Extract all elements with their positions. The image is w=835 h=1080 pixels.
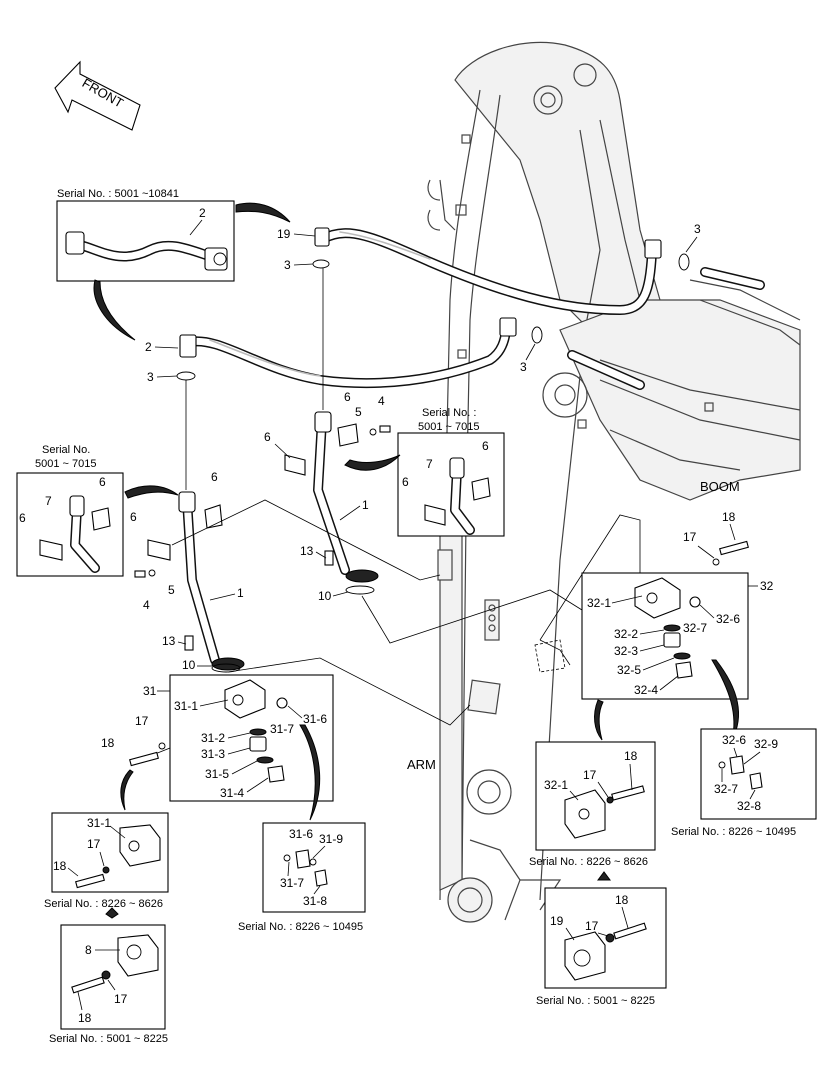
callout-4-a: 4 xyxy=(378,394,385,408)
callout-18-c: 18 xyxy=(53,859,67,873)
callout-10-right: 10 xyxy=(318,589,332,603)
callout-31-8-inset: 31-8 xyxy=(303,894,327,908)
callout-18-a: 18 xyxy=(101,736,115,750)
callout-2: 2 xyxy=(145,340,152,354)
callout-32-7: 32-7 xyxy=(683,621,707,635)
callout-6-d: 6 xyxy=(130,510,137,524)
caption-serial-8226-10495-left: Serial No. : 8226 ~ 10495 xyxy=(238,921,363,933)
caption-serial-5001-7015-right-2: 5001 ~ 7015 xyxy=(418,421,479,433)
callout-6-c: 6 xyxy=(211,470,218,484)
caption-serial-5001-7015-right-1: Serial No. : xyxy=(422,407,476,419)
callout-6-left-inset-a: 6 xyxy=(99,475,106,489)
callout-31: 31 xyxy=(143,684,157,698)
callout-17-e: 17 xyxy=(583,768,597,782)
inset-serial-8226-8626-left: Serial No. : 8226 ~ 8626 xyxy=(44,812,169,910)
callout-6-a: 6 xyxy=(344,390,351,404)
callout-17-b: 17 xyxy=(683,530,697,544)
callout-2-inset: 2 xyxy=(199,206,206,220)
inset-serial-8226-10495-left: Serial No. : 8226 ~ 10495 xyxy=(238,822,366,933)
caption-serial-5001-7015-left-1: Serial No. xyxy=(42,444,90,456)
callout-17-c: 17 xyxy=(87,837,101,851)
callout-31-5: 31-5 xyxy=(205,767,229,781)
front-arrow: FRONT xyxy=(54,60,141,131)
callout-3-left: 3 xyxy=(147,370,154,384)
boom-label: BOOM xyxy=(700,479,740,494)
callout-8: 8 xyxy=(85,943,92,957)
inset-serial-8226-8626-right: Serial No. : 8226 ~ 8626 xyxy=(529,741,656,868)
callout-31-2: 31-2 xyxy=(201,731,225,745)
callout-17-d: 17 xyxy=(114,992,128,1006)
callout-3-top: 3 xyxy=(284,258,291,272)
callout-10-left: 10 xyxy=(182,658,196,672)
pipe-right xyxy=(284,411,391,595)
arm-label: ARM xyxy=(407,757,436,772)
hose-assemblies xyxy=(176,227,765,490)
callout-18-b: 18 xyxy=(722,510,736,524)
inset-serial-5001-8225-left: Serial No. : 5001 ~ 8225 xyxy=(49,907,168,1045)
caption-serial-8226-8626-left: Serial No. : 8226 ~ 8626 xyxy=(44,898,163,910)
callout-31-9-inset: 31-9 xyxy=(319,832,343,846)
callout-18-e: 18 xyxy=(624,749,638,763)
callout-13-right: 13 xyxy=(300,544,314,558)
callout-32: 32 xyxy=(760,579,774,593)
callout-31-1: 31-1 xyxy=(174,699,198,713)
caption-serial-8226-8626-right: Serial No. : 8226 ~ 8626 xyxy=(529,856,648,868)
callout-18-d: 18 xyxy=(78,1011,92,1025)
inset-serial-5001-7015-right: Serial No. : 5001 ~ 7015 xyxy=(344,407,505,537)
caption-serial-5001-8225-right: Serial No. : 5001 ~ 8225 xyxy=(536,995,655,1007)
callout-31-4: 31-4 xyxy=(220,786,244,800)
callout-6-right-inset-b: 6 xyxy=(402,475,409,489)
callout-3-right-mid: 3 xyxy=(520,360,527,374)
boom-structure xyxy=(427,41,801,923)
caption-serial-5001-7015-left-2: 5001 ~ 7015 xyxy=(35,458,96,470)
callout-7-left-inset: 7 xyxy=(45,494,52,508)
assembly-32-box xyxy=(581,540,749,881)
callout-32-9-inset: 32-9 xyxy=(754,737,778,751)
caption-serial-5001-10841: Serial No. : 5001 ~10841 xyxy=(57,188,179,200)
callout-32-1-inset: 32-1 xyxy=(544,778,568,792)
callout-13-left: 13 xyxy=(162,634,176,648)
callout-32-3: 32-3 xyxy=(614,644,638,658)
callout-1-left: 1 xyxy=(237,586,244,600)
callout-32-5: 32-5 xyxy=(617,663,641,677)
inset-serial-8226-10495-right: Serial No. : 8226 ~ 10495 xyxy=(671,728,817,838)
callout-5-a: 5 xyxy=(355,405,362,419)
callouts: 2 19 3 3 2 3 3 6 5 4 6 1 13 10 7 6 6 7 6… xyxy=(19,206,778,1025)
callout-32-7-inset: 32-7 xyxy=(714,782,738,796)
callout-3-right-top: 3 xyxy=(694,222,701,236)
callout-32-1: 32-1 xyxy=(587,596,611,610)
callout-32-6-inset: 32-6 xyxy=(722,733,746,747)
caption-serial-8226-10495-right: Serial No. : 8226 ~ 10495 xyxy=(671,826,796,838)
inset-serial-5001-8225-right: Serial No. : 5001 ~ 8225 xyxy=(536,887,667,1007)
callout-6-right-inset-a: 6 xyxy=(482,439,489,453)
inset-serial-5001-10841: Serial No. : 5001 ~10841 xyxy=(56,188,291,341)
callout-18-f: 18 xyxy=(615,893,629,907)
assembly-31-box xyxy=(120,674,334,821)
callout-4-b: 4 xyxy=(143,598,150,612)
callout-31-6: 31-6 xyxy=(303,712,327,726)
callout-19-inset: 19 xyxy=(550,914,564,928)
callout-6-left-inset-b: 6 xyxy=(19,511,26,525)
callout-32-6: 32-6 xyxy=(716,612,740,626)
callout-32-8-inset: 32-8 xyxy=(737,799,761,813)
callout-7-right-inset: 7 xyxy=(426,457,433,471)
callout-19: 19 xyxy=(277,227,291,241)
callout-1-right: 1 xyxy=(362,498,369,512)
callout-5-b: 5 xyxy=(168,583,175,597)
callout-31-7-inset: 31-7 xyxy=(280,876,304,890)
caption-serial-5001-8225-left: Serial No. : 5001 ~ 8225 xyxy=(49,1033,168,1045)
callout-32-4: 32-4 xyxy=(634,683,658,697)
callout-17-f: 17 xyxy=(585,919,599,933)
inset-serial-5001-7015-left: Serial No. 5001 ~ 7015 xyxy=(16,444,179,577)
callout-32-2: 32-2 xyxy=(614,627,638,641)
callout-31-6-inset: 31-6 xyxy=(289,827,313,841)
callout-6-b: 6 xyxy=(264,430,271,444)
callout-31-1-inset: 31-1 xyxy=(87,816,111,830)
callout-31-3: 31-3 xyxy=(201,747,225,761)
pipe-left xyxy=(134,491,245,673)
callout-17-a: 17 xyxy=(135,714,149,728)
callout-31-7: 31-7 xyxy=(270,722,294,736)
